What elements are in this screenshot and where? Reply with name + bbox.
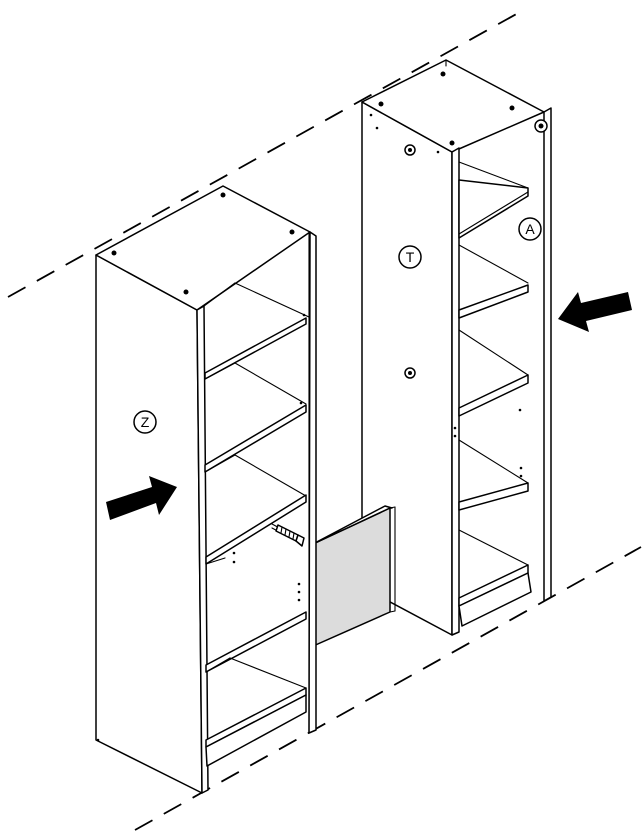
back-panel [310,505,396,648]
label-t: T [398,245,422,269]
label-a: A [518,217,542,241]
label-t-text: T [406,249,415,265]
arrow-icon [558,292,632,332]
right-cabinet-side-panel-a [543,107,552,602]
label-z: Z [133,410,157,434]
left-cabinet-side-panel-z [95,254,203,794]
right-cabinet-front-edge [451,147,460,636]
left-cabinet-shelves [204,317,307,767]
left-cabinet: Z [95,185,317,794]
connector-screw-icon [271,523,305,547]
cam-lock-icon [534,119,548,133]
arrow-icon [106,476,177,520]
label-a-text: A [525,221,535,237]
cam-lock-icon [404,144,416,156]
shelf [204,317,307,380]
left-cabinet-right-edge [308,231,317,734]
right-cabinet: T A [361,59,632,636]
back-panel-board [310,507,391,648]
cam-lock-icon [404,367,416,379]
label-z-text: Z [141,414,150,430]
right-cabinet-shelves [458,161,532,627]
shelf [458,179,529,239]
